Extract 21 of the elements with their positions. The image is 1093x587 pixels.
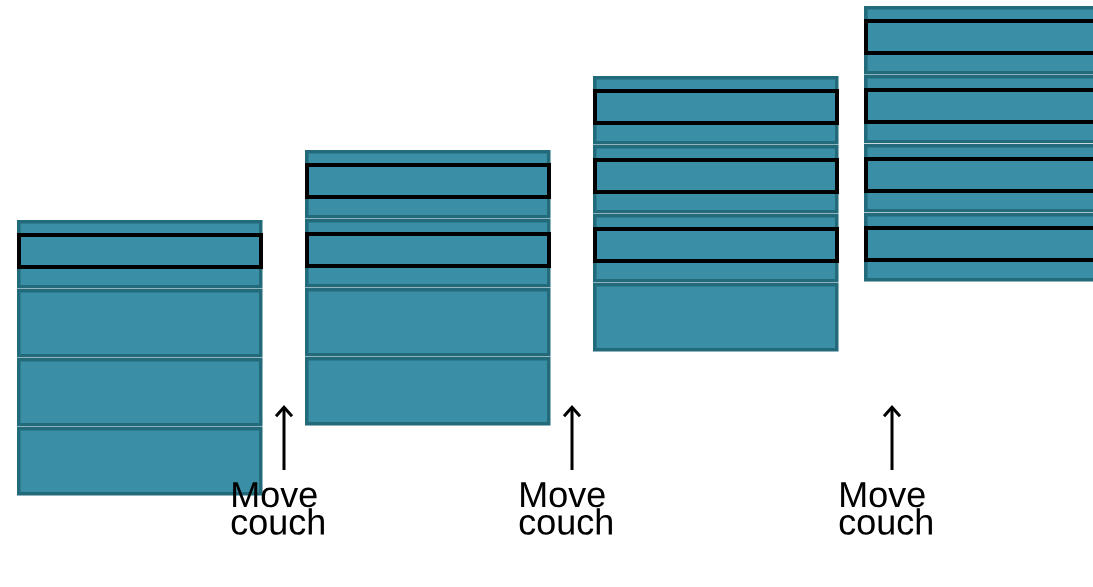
layer-box (593, 283, 839, 352)
highlight-bar (864, 19, 1093, 55)
highlight-bar (305, 163, 551, 199)
highlight-bar (593, 158, 839, 194)
layer-box (305, 357, 551, 426)
highlight-bar (864, 88, 1093, 124)
arrow (882, 405, 902, 470)
highlight-bar (593, 227, 839, 263)
highlight-bar (864, 157, 1093, 193)
highlight-bar (593, 89, 839, 125)
highlight-bar (305, 232, 551, 268)
caption-text: Move couch (231, 482, 324, 535)
layer-box (17, 358, 263, 427)
highlight-bar (864, 226, 1093, 262)
layer-box (305, 288, 551, 357)
caption-text: Move couch (519, 482, 612, 535)
highlight-bar (17, 233, 263, 269)
layer-box (17, 289, 263, 358)
caption-text: Move couch (839, 482, 932, 535)
arrow (274, 405, 294, 470)
arrow (562, 405, 582, 470)
